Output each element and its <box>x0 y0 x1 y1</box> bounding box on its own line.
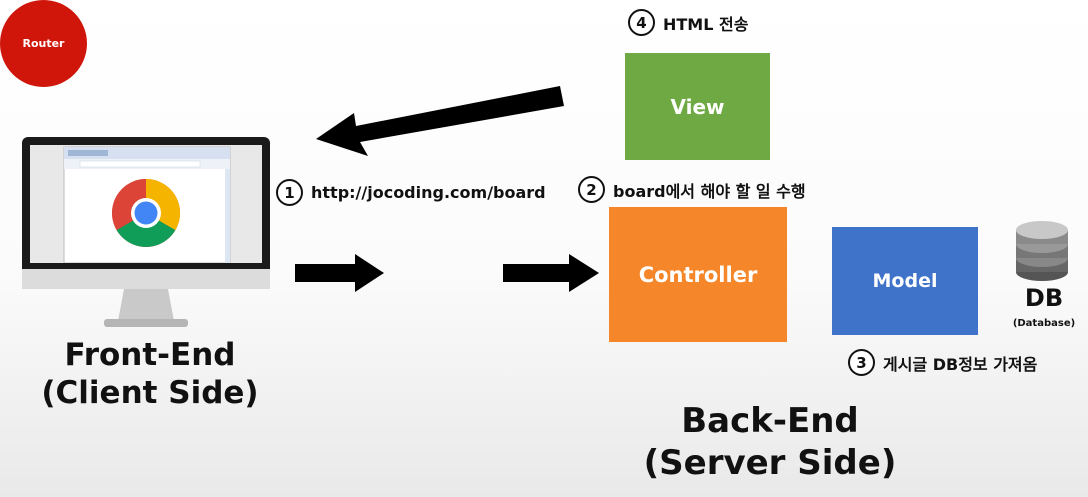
back-end-title-line2: (Server Side) <box>643 443 897 483</box>
router-label: Router <box>22 37 65 50</box>
database-icon <box>1016 221 1068 281</box>
front-end-title: Front-End (Client Side) <box>20 336 280 412</box>
request-arrow-2 <box>503 254 599 292</box>
step-text: HTML 전송 <box>663 14 749 34</box>
router-circle: Router <box>0 0 87 87</box>
step-number: 3 <box>848 349 875 376</box>
view-label: View <box>670 94 725 119</box>
return-arrow <box>316 86 564 156</box>
db-sublabel: (Database) <box>1012 318 1076 329</box>
computer-monitor-icon <box>22 137 270 327</box>
step-text: 게시글 DB정보 가져옴 <box>883 354 1038 374</box>
step-text: board에서 해야 할 일 수행 <box>613 181 806 201</box>
step-number: 1 <box>276 179 303 206</box>
model-label: Model <box>872 270 938 292</box>
controller-box: Controller <box>609 207 787 342</box>
front-end-title-line1: Front-End <box>64 337 236 373</box>
db-label: DB <box>1024 284 1064 312</box>
model-box: Model <box>832 227 978 335</box>
back-end-title: Back-End (Server Side) <box>615 400 925 484</box>
step-2: 2 board에서 해야 할 일 수행 <box>578 176 806 203</box>
request-arrow-1 <box>295 254 384 292</box>
controller-label: Controller <box>638 262 758 287</box>
back-end-title-line1: Back-End <box>681 401 859 441</box>
step-1: 1 http://jocoding.com/board <box>276 179 546 206</box>
step-3: 3 게시글 DB정보 가져옴 <box>848 349 1037 376</box>
step-number: 4 <box>628 9 655 36</box>
step-text: http://jocoding.com/board <box>311 183 546 202</box>
step-number: 2 <box>578 176 605 203</box>
view-box: View <box>625 53 770 160</box>
step-4: 4 HTML 전송 <box>628 9 748 36</box>
front-end-title-line2: (Client Side) <box>41 375 259 411</box>
